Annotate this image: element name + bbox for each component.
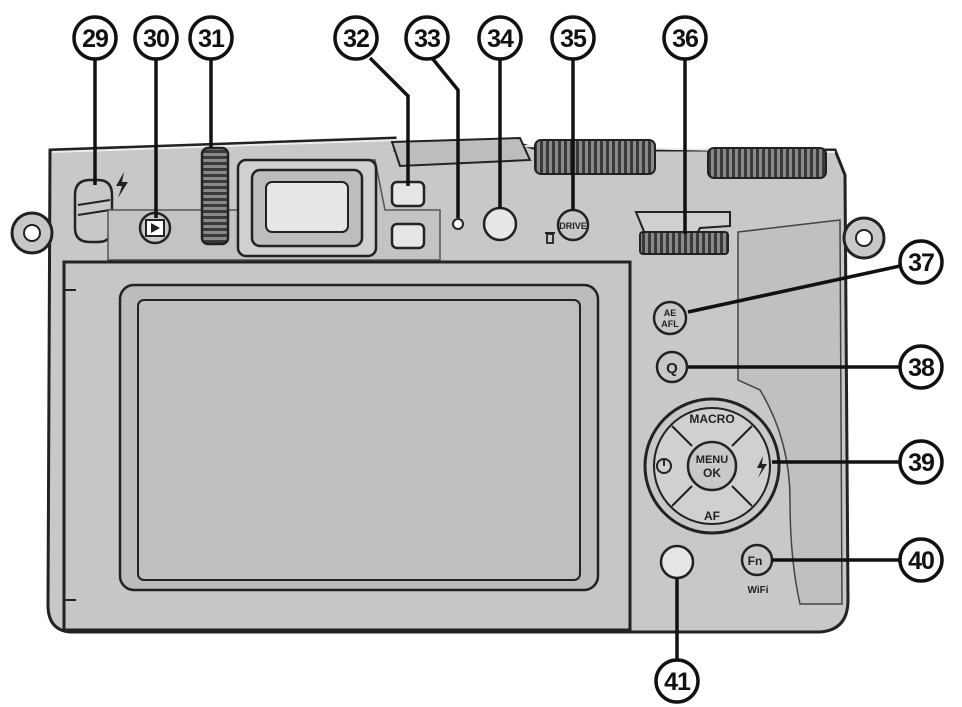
svg-text:35: 35 (560, 25, 587, 53)
svg-text:31: 31 (198, 25, 225, 53)
callout-37: 37 (898, 239, 944, 285)
command-dial[interactable] (200, 146, 230, 246)
svg-text:32: 32 (343, 25, 369, 53)
leader-lines (93, 56, 901, 660)
menu-ok-button[interactable]: MENU OK (686, 440, 738, 492)
callout-32: 32 (333, 15, 379, 61)
callout-34: 34 (477, 15, 523, 61)
viewfinder (236, 158, 378, 258)
indicator-lamp (452, 218, 464, 230)
top-dial-right (707, 147, 827, 179)
svg-text:36: 36 (672, 25, 698, 53)
svg-text:29: 29 (82, 25, 108, 53)
svg-text:39: 39 (908, 449, 934, 477)
ae-label: AE (664, 308, 677, 318)
callout-41: 41 (654, 658, 700, 704)
flash-icon (116, 172, 128, 198)
top-dial-left (534, 139, 656, 175)
svg-text:41: 41 (664, 668, 691, 696)
drive-label: DRIVE (559, 221, 587, 231)
fn-wifi-button[interactable]: Fn (740, 543, 774, 577)
strap-lug-left (10, 211, 54, 255)
ae-afl-button[interactable]: AE AFL (652, 300, 688, 336)
self-timer-icon (656, 458, 672, 474)
playback-button[interactable] (138, 211, 172, 245)
trash-icon (545, 232, 555, 244)
thumb-grip (737, 219, 843, 605)
wifi-label: WiFi (747, 585, 768, 596)
callout-38: 38 (898, 344, 944, 390)
drive-button[interactable]: DRIVE (556, 208, 590, 242)
callout-35: 35 (550, 15, 596, 61)
callout-39: 39 (898, 439, 944, 485)
callout-31: 31 (188, 15, 234, 61)
svg-text:33: 33 (414, 25, 440, 53)
q-button[interactable]: Q (655, 350, 689, 384)
menu-label: MENU (696, 454, 728, 466)
playback-icon (151, 223, 160, 233)
eye-sensor (390, 180, 426, 250)
callout-33: 33 (404, 15, 450, 61)
button-34[interactable] (482, 206, 518, 242)
afl-label: AFL (661, 319, 679, 329)
svg-text:38: 38 (908, 354, 935, 382)
svg-text:40: 40 (908, 547, 934, 575)
af-label: AF (704, 509, 720, 523)
callout-29: 29 (72, 15, 118, 61)
fn-label: Fn (748, 554, 763, 568)
macro-label: MACRO (689, 412, 734, 426)
svg-text:37: 37 (908, 249, 934, 277)
callout-30: 30 (133, 15, 179, 61)
rear-dial[interactable] (634, 211, 731, 255)
ok-label: OK (703, 466, 721, 480)
flash-pop-up-switch (73, 178, 114, 244)
flash-mode-icon (757, 456, 767, 478)
button-41[interactable] (659, 544, 695, 580)
svg-text:30: 30 (143, 25, 169, 53)
lcd-monitor (62, 260, 632, 632)
callout-36: 36 (662, 15, 708, 61)
callout-40: 40 (898, 537, 944, 583)
q-label: Q (666, 360, 678, 377)
svg-text:34: 34 (487, 25, 514, 53)
hot-shoe (390, 136, 532, 168)
strap-lug-right (842, 216, 886, 260)
